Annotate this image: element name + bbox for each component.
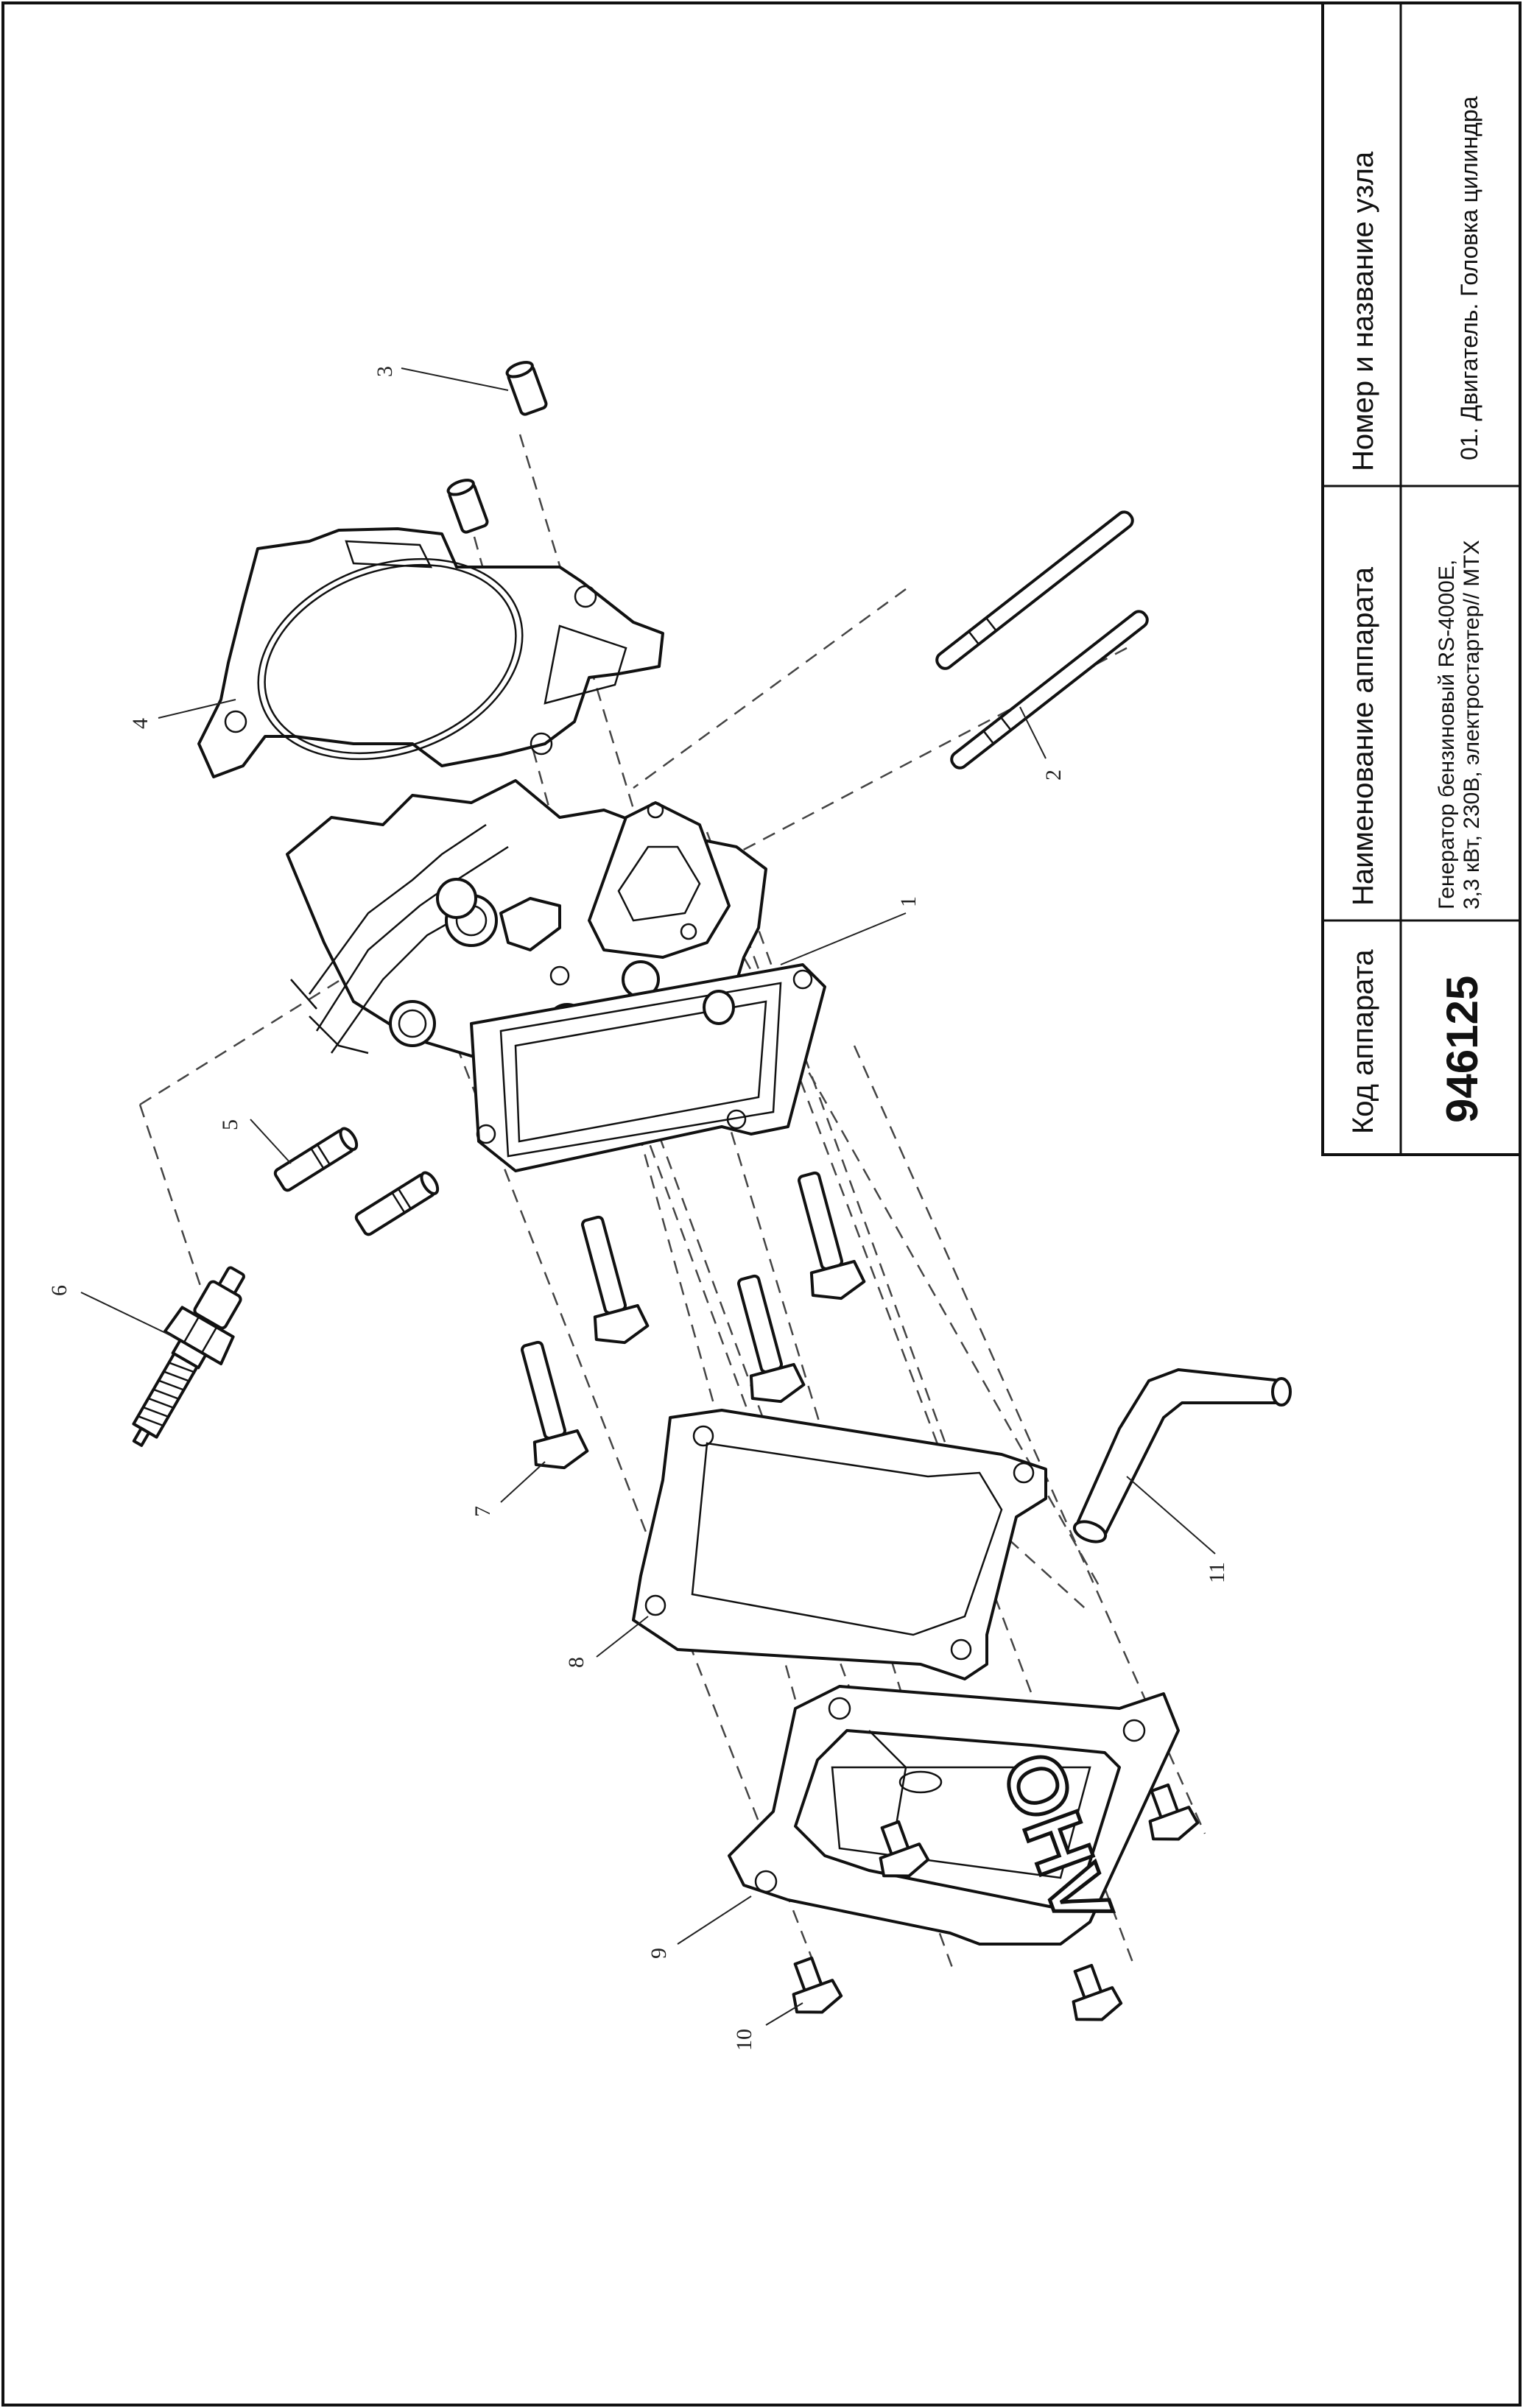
- name-line2: 3,3 кВт, 230В, электростартер// MTX: [1460, 540, 1484, 909]
- rocker-cover: OHV: [728, 1685, 1180, 1946]
- valve-guides: [273, 1127, 440, 1236]
- callout-1: 1: [896, 896, 921, 907]
- head-gasket: [197, 527, 664, 778]
- callout-6: 6: [47, 1285, 71, 1296]
- unit-header: Номер и название узла: [1347, 151, 1379, 471]
- callout-11: 11: [1205, 1562, 1229, 1583]
- dowel-pins: [446, 361, 548, 534]
- head-bolts: [521, 1171, 866, 1470]
- code-value: 946125: [1438, 976, 1487, 1123]
- callout-leaders: [80, 367, 1216, 2026]
- spark-plug: [132, 1266, 245, 1447]
- push-rods: [935, 510, 1149, 770]
- unit-value: 01. Двигатель. Головка цилиндра: [1456, 96, 1482, 460]
- cover-bolts: [792, 1783, 1200, 2021]
- code-header: Код аппарата: [1347, 949, 1379, 1134]
- cylinder-head: [286, 779, 826, 1172]
- callout-2: 2: [1041, 770, 1066, 781]
- callout-8: 8: [564, 1657, 588, 1668]
- callout-9: 9: [647, 1948, 671, 1959]
- cover-gasket: [632, 1409, 1047, 1680]
- name-line1: Генератор бензиновый RS-4000E,: [1435, 560, 1459, 909]
- breather-tube: [1072, 1368, 1292, 1543]
- name-header: Наименование аппарата: [1347, 566, 1379, 906]
- callout-5: 5: [218, 1119, 242, 1130]
- callout-7: 7: [471, 1506, 495, 1517]
- callout-3: 3: [373, 366, 397, 377]
- callout-4: 4: [128, 718, 152, 729]
- callout-10: 10: [732, 2029, 756, 2051]
- title-block: Код аппарата 946125 Наименование аппарат…: [1321, 1, 1522, 1156]
- callout-numbers: 1 2 3 4 5 6 7 8 9 10 11: [47, 366, 1229, 2051]
